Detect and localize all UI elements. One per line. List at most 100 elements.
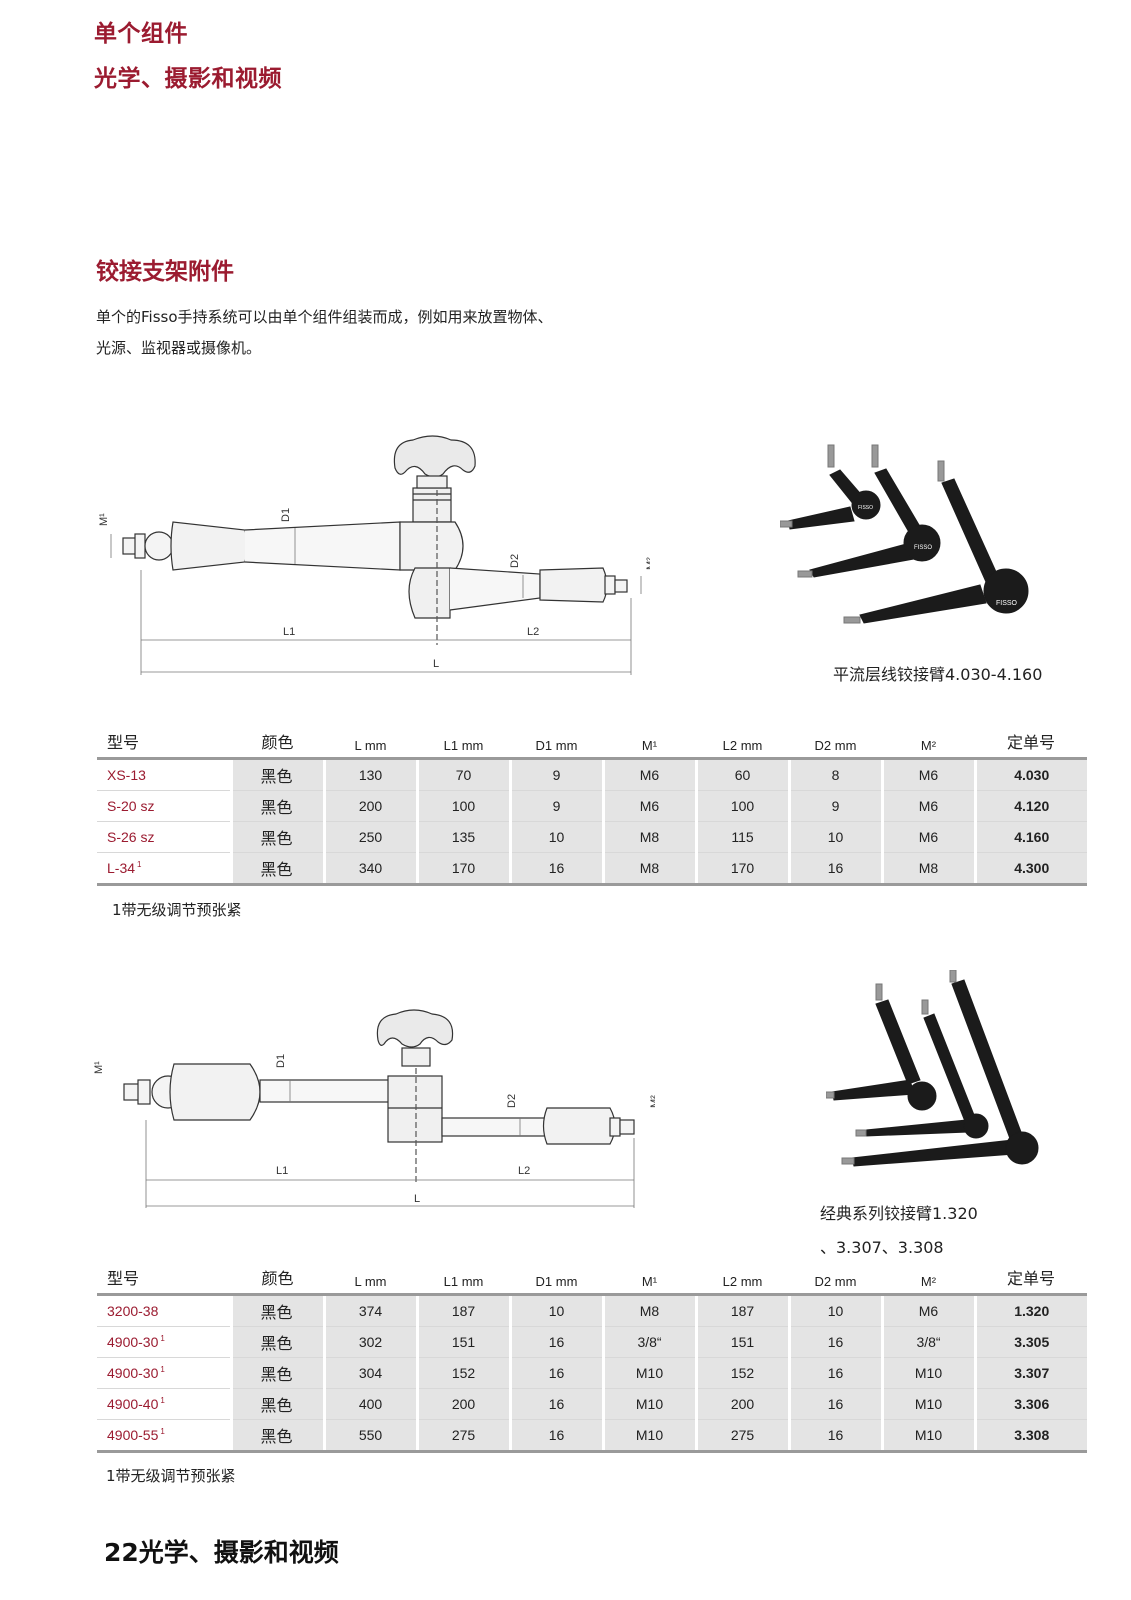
- l2-cell: 275: [694, 1419, 789, 1453]
- column-header: 定单号: [975, 724, 1087, 760]
- label-d2: D2: [509, 554, 521, 568]
- photo-1-caption: 平流层线铰接臂4.030-4.160: [833, 665, 1043, 684]
- d2-cell: 16: [787, 1357, 882, 1389]
- knob: [393, 435, 476, 478]
- d2-cell: 10: [787, 1294, 882, 1327]
- column-header: D2 mm: [789, 1260, 882, 1296]
- label2-d2: D2: [506, 1094, 518, 1108]
- label2-m1: M¹: [93, 1061, 105, 1074]
- l-cell: 250: [322, 821, 417, 853]
- knob-2: [376, 1009, 454, 1048]
- l1-cell: 200: [415, 1388, 510, 1420]
- d1-cell: 16: [508, 1357, 603, 1389]
- color-cell: 黑色: [229, 1388, 324, 1420]
- label-l1: L1: [283, 626, 295, 638]
- d2-cell: 16: [787, 1419, 882, 1453]
- right-grip: [539, 567, 608, 603]
- color-cell: 黑色: [229, 1294, 324, 1327]
- m1-cell: M10: [601, 1357, 696, 1389]
- section-title: 铰接支架附件: [96, 259, 234, 285]
- m2-cell: M6: [880, 1294, 975, 1327]
- page-footer: 22光学、摄影和视频: [104, 1538, 339, 1567]
- m2-cell: M6: [880, 821, 975, 853]
- model-name: 4900-30: [107, 1365, 159, 1381]
- photo-2-caption-line-2: 、3.307、3.308: [820, 1238, 944, 1257]
- color-cell: 黑色: [229, 1357, 324, 1389]
- color-cell: 黑色: [229, 1419, 324, 1453]
- l-cell: 400: [322, 1388, 417, 1420]
- order-number-cell: 1.320: [973, 1294, 1087, 1327]
- color-cell: 黑色: [229, 790, 324, 822]
- m1-cell: M8: [601, 1294, 696, 1327]
- l-cell: 374: [322, 1294, 417, 1327]
- m1-cell: 3/8“: [601, 1326, 696, 1358]
- column-header: 颜色: [231, 1260, 324, 1296]
- color-cell: 黑色: [229, 852, 324, 886]
- footnote-marker: 1: [160, 1334, 165, 1343]
- footnote-marker: 1: [160, 1427, 165, 1436]
- l1-cell: 170: [415, 852, 510, 886]
- product-photo-2: [826, 970, 1039, 1167]
- l-cell: 304: [322, 1357, 417, 1389]
- l2-cell: 152: [694, 1357, 789, 1389]
- logo-3: FISSO: [996, 600, 1018, 607]
- d2-cell: 16: [787, 852, 882, 886]
- footnote-marker: 1: [160, 1365, 165, 1374]
- d2-cell: 8: [787, 758, 882, 791]
- model-name: 4900-30: [107, 1334, 159, 1350]
- l1-cell: 100: [415, 790, 510, 822]
- d2-cell: 16: [787, 1326, 882, 1358]
- l2-cell: 151: [694, 1326, 789, 1358]
- l-cell: 130: [322, 758, 417, 791]
- d2-cell: 16: [787, 1388, 882, 1420]
- d2-cell: 9: [787, 790, 882, 822]
- logo-2: FISSO: [914, 545, 932, 551]
- photo-2-caption: 经典系列铰接臂1.320 、3.307、3.308: [820, 1200, 978, 1258]
- order-number-cell: 3.308: [973, 1419, 1087, 1453]
- column-header: 颜色: [231, 724, 324, 760]
- model-cell: S-20 sz: [97, 790, 231, 822]
- label-m1: M¹: [98, 513, 110, 526]
- right-grip-2: [542, 1107, 616, 1145]
- order-number-cell: 4.120: [973, 790, 1087, 822]
- m2-cell: M10: [880, 1357, 975, 1389]
- product-photo-1: FISSO FISSO FISSO: [780, 444, 1029, 624]
- l-cell: 200: [322, 790, 417, 822]
- m1-cell: M6: [601, 758, 696, 791]
- l2-cell: 60: [694, 758, 789, 791]
- label2-l: L: [414, 1193, 420, 1205]
- d1-cell: 16: [508, 852, 603, 886]
- column-header: L1 mm: [417, 724, 510, 760]
- footnote-marker: 1: [137, 860, 142, 869]
- intro-line-2: 光源、监视器或摄像机。: [96, 339, 262, 357]
- label-d1: D1: [280, 508, 292, 522]
- d1-cell: 10: [508, 1294, 603, 1327]
- d1-cell: 9: [508, 758, 603, 791]
- m2-cell: M8: [880, 852, 975, 886]
- l1-cell: 187: [415, 1294, 510, 1327]
- arm-drawing-2: M¹ D1 D2 M² L1 L2 L: [93, 1009, 655, 1208]
- l1-cell: 152: [415, 1357, 510, 1389]
- d1-cell: 16: [508, 1388, 603, 1420]
- l1-cell: 135: [415, 821, 510, 853]
- d1-cell: 9: [508, 790, 603, 822]
- l-cell: 340: [322, 852, 417, 886]
- d1-cell: 16: [508, 1326, 603, 1358]
- label2-m2: M²: [649, 1095, 655, 1108]
- m2-cell: M6: [880, 790, 975, 822]
- column-header: L2 mm: [696, 724, 789, 760]
- model-name: 4900-40: [107, 1396, 159, 1412]
- m1-cell: M10: [601, 1419, 696, 1453]
- column-header: 定单号: [975, 1260, 1087, 1296]
- left-grip: [170, 521, 248, 571]
- m1-cell: M8: [601, 852, 696, 886]
